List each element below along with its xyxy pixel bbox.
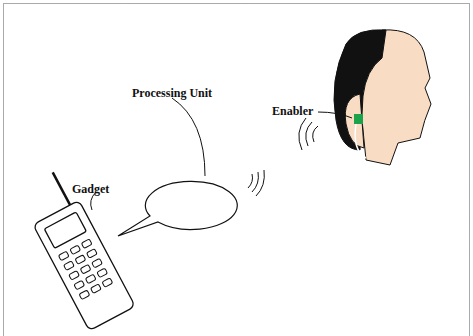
frame-border [4, 4, 470, 336]
head-symbol [334, 30, 431, 165]
leader-line [172, 98, 205, 176]
sound-waves [248, 170, 264, 196]
processing-unit-bubble [118, 181, 237, 236]
sound-waves [299, 118, 318, 150]
part-label: Gadget [72, 182, 109, 196]
phone-symbol [16, 168, 136, 331]
leader-line [318, 112, 352, 118]
part-label: Processing Unit [132, 86, 212, 100]
part-label: Enabler [272, 104, 313, 118]
